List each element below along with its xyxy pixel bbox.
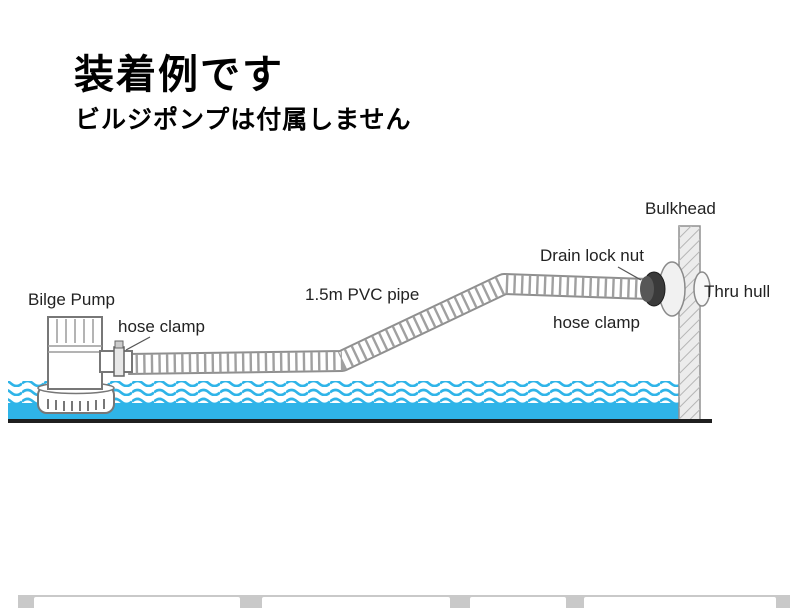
pvc-pipe-label: 1.5m PVC pipe xyxy=(305,285,420,304)
leader-lines xyxy=(125,266,642,351)
water-surface xyxy=(8,381,679,419)
thumbnail-4[interactable] xyxy=(584,597,776,608)
drain-lock-nut-label: Drain lock nut xyxy=(540,246,644,265)
thru-hull-fitting xyxy=(658,261,711,317)
hose-clamp-left-label: hose clamp xyxy=(118,317,205,336)
pvc-pipe-drawing xyxy=(127,273,649,375)
thumbnail-3[interactable] xyxy=(470,597,566,608)
thumbnail-1[interactable] xyxy=(34,597,240,608)
bulkhead-label: Bulkhead xyxy=(645,199,716,218)
page-title: 装着例です xyxy=(74,52,284,98)
bilge-pump-drawing xyxy=(37,316,133,414)
thumbnail-2[interactable] xyxy=(262,597,450,608)
drain-lock-nut-drawing xyxy=(640,271,666,307)
thumbnail-strip xyxy=(18,595,790,608)
page-subtitle: ビルジポンプは付属しません xyxy=(75,105,412,134)
thru-hull-label: Thru hull xyxy=(704,282,771,301)
hull-floor-line xyxy=(8,419,712,423)
bilge-pump-label: Bilge Pump xyxy=(28,290,115,309)
bulkhead-wall xyxy=(678,225,701,422)
hose-clamp-right-label: hose clamp xyxy=(553,313,640,332)
